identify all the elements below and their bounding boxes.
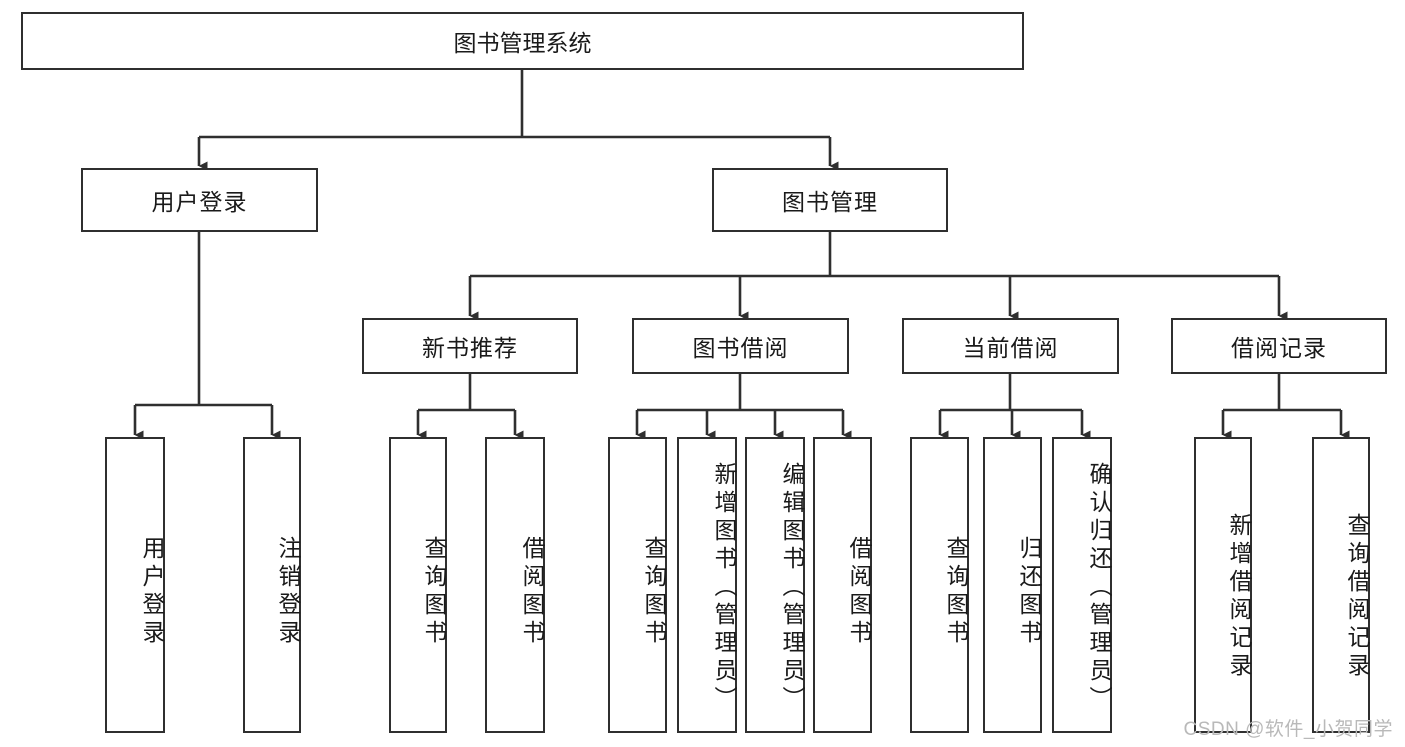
node-user-login[interactable]: 用户登录 xyxy=(81,168,318,232)
node-book-borrow[interactable]: 图书借阅 xyxy=(632,318,849,374)
node-leaf-br-query[interactable]: 查询借阅记录 xyxy=(1312,437,1370,733)
node-leaf-bb-edit[interactable]: 编辑图书（管理员） xyxy=(745,437,805,733)
node-label: 借阅图书 xyxy=(846,536,872,648)
node-label: 查询图书 xyxy=(943,536,969,648)
node-label: 新增图书（管理员） xyxy=(711,462,737,714)
node-leaf-rec-query[interactable]: 查询图书 xyxy=(389,437,447,733)
node-label: 查询借阅记录 xyxy=(1344,513,1370,681)
node-label: 确认归还（管理员） xyxy=(1086,462,1112,714)
node-label: 注销登录 xyxy=(275,536,301,648)
node-leaf-cb-return[interactable]: 归还图书 xyxy=(983,437,1042,733)
node-root-system[interactable]: 图书管理系统 xyxy=(21,12,1024,70)
node-current-borrow[interactable]: 当前借阅 xyxy=(902,318,1119,374)
node-label: 新增借阅记录 xyxy=(1226,513,1252,681)
node-label: 查询图书 xyxy=(641,536,667,648)
node-label: 借阅记录 xyxy=(1231,335,1327,361)
node-label: 编辑图书（管理员） xyxy=(779,462,805,714)
node-leaf-bb-borrow[interactable]: 借阅图书 xyxy=(813,437,872,733)
node-leaf-rec-borrow[interactable]: 借阅图书 xyxy=(485,437,545,733)
node-borrow-record[interactable]: 借阅记录 xyxy=(1171,318,1387,374)
node-label: 图书借阅 xyxy=(692,335,789,361)
node-leaf-cb-query[interactable]: 查询图书 xyxy=(910,437,969,733)
node-label: 图书管理 xyxy=(782,189,878,215)
node-leaf-user-logout[interactable]: 注销登录 xyxy=(243,437,301,733)
node-leaf-br-add[interactable]: 新增借阅记录 xyxy=(1194,437,1252,733)
node-label: 新书推荐 xyxy=(422,335,518,361)
node-leaf-bb-add[interactable]: 新增图书（管理员） xyxy=(677,437,737,733)
node-leaf-bb-query[interactable]: 查询图书 xyxy=(608,437,667,733)
node-label: 查询图书 xyxy=(421,536,447,648)
node-label: 用户登录 xyxy=(139,536,165,648)
node-label: 借阅图书 xyxy=(519,536,545,648)
watermark-text: CSDN @软件_小贺同学 xyxy=(1183,719,1393,740)
node-label: 归还图书 xyxy=(1016,536,1042,648)
node-leaf-cb-confirm[interactable]: 确认归还（管理员） xyxy=(1052,437,1112,733)
node-new-book-rec[interactable]: 新书推荐 xyxy=(362,318,578,374)
node-book-manage[interactable]: 图书管理 xyxy=(712,168,948,232)
node-label: 当前借阅 xyxy=(962,335,1059,361)
node-label: 图书管理系统 xyxy=(453,30,592,56)
node-label: 用户登录 xyxy=(151,189,248,215)
node-leaf-user-login[interactable]: 用户登录 xyxy=(105,437,165,733)
